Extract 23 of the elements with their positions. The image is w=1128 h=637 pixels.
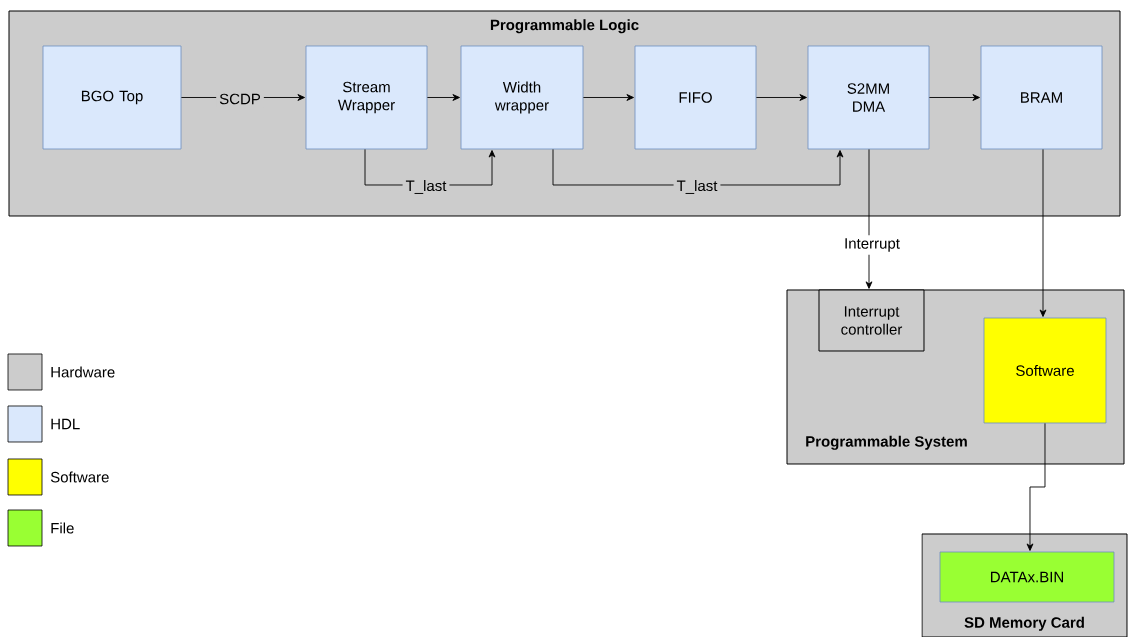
process-box: BRAM <box>980 45 1103 150</box>
process-box: Stream Wrapper <box>305 45 428 150</box>
legend-label: Software <box>50 471 109 483</box>
process-box: BGO Top <box>42 45 182 150</box>
arrow <box>426 94 460 101</box>
legend-label: Hardware <box>51 366 115 378</box>
edge-label: Interrupt <box>841 235 903 255</box>
process-box: DATAx.BIN <box>939 551 1115 603</box>
arrow <box>755 94 807 101</box>
edge-label: T_last <box>673 177 721 197</box>
process-box: Interrupt controller <box>818 289 925 352</box>
process-box: S2MM DMA <box>807 45 930 150</box>
process-box: Software <box>983 317 1107 424</box>
legend-label: File <box>51 522 74 534</box>
arrow <box>1039 148 1047 317</box>
arrow <box>1026 422 1046 551</box>
process-box: FIFO <box>634 45 757 150</box>
process-box: Width wrapper <box>460 45 584 150</box>
arrow <box>928 94 980 101</box>
legend-label: HDL <box>51 418 80 430</box>
arrow <box>582 94 634 101</box>
edge-label: T_last <box>402 177 450 197</box>
arrow <box>865 148 873 289</box>
